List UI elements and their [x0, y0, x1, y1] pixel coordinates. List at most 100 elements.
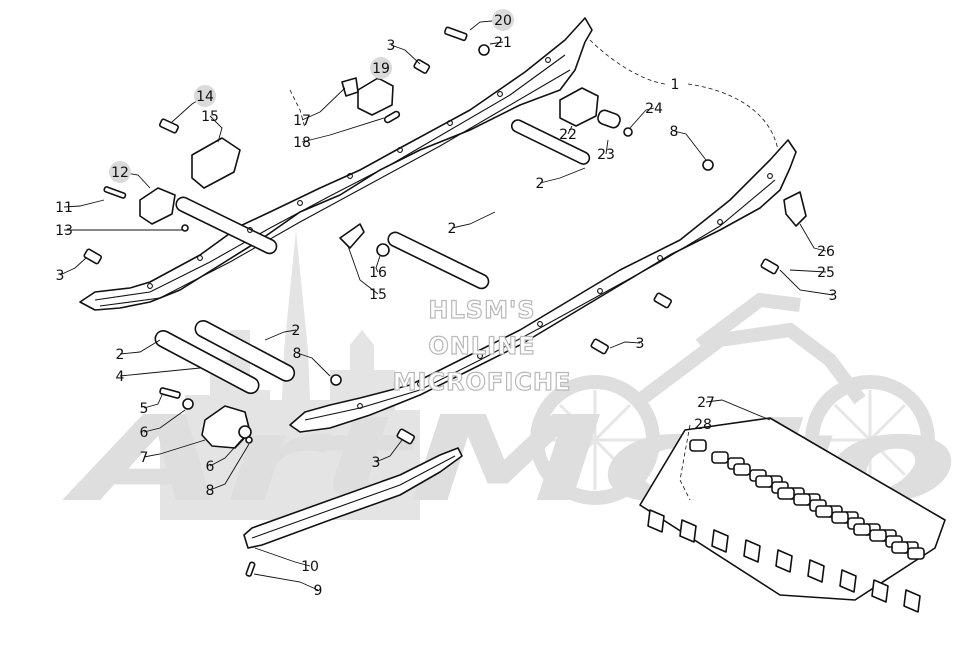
callout-c13: 13 [55, 223, 73, 239]
front-rail-edge-line [304, 179, 776, 421]
callout-number: 14 [196, 89, 214, 105]
callout-c10: 10 [301, 559, 319, 575]
callout-c6b: 6 [206, 459, 215, 475]
part-7-wheel-block [201, 405, 251, 449]
leader-line [209, 115, 223, 143]
track-tooth [871, 579, 889, 603]
part-3-bolt-center [590, 338, 609, 355]
leader-lines [59, 19, 834, 591]
leader-line [254, 547, 311, 567]
leader-line [143, 439, 206, 458]
track-lug [793, 493, 811, 506]
track-tooth [743, 539, 761, 563]
leader-line [119, 367, 201, 377]
callout-c6a: 6 [140, 425, 149, 441]
callout-number: 4 [116, 369, 125, 385]
rail-hole [397, 147, 403, 153]
callout-badge [109, 161, 131, 183]
leader-line [301, 87, 346, 121]
rail-hole [717, 219, 723, 225]
track-lug [869, 529, 887, 542]
callout-number: 11 [55, 200, 73, 216]
callout-number: 1 [671, 77, 680, 93]
cross-shaft-d [154, 330, 260, 395]
front-rail-body [289, 139, 797, 433]
leader-line [59, 257, 87, 276]
callout-number: 2 [292, 323, 301, 339]
callout-c22: 22 [559, 127, 577, 143]
leader-1-to-rear-rail [589, 39, 666, 85]
leader-line [264, 329, 297, 341]
leader-line [539, 167, 586, 184]
part-9-screw [245, 561, 256, 577]
leader-line [609, 341, 641, 349]
leader-line [629, 107, 655, 129]
callout-c7: 7 [140, 450, 149, 466]
rear-rail-edge-line [94, 54, 566, 301]
track-teeth [647, 509, 921, 613]
leader-1-to-front-rail [687, 83, 779, 151]
cross-shaft-e [194, 320, 296, 382]
callout-c15b: 15 [369, 287, 387, 303]
callout-c3d: 3 [636, 336, 645, 352]
watermark-line-1: HLSM'S [428, 296, 535, 324]
cross-shaft-c [510, 119, 591, 165]
track-tooth [775, 549, 793, 573]
track-tooth [903, 589, 921, 613]
callout-c25: 25 [817, 265, 835, 281]
part-6-washer-b [238, 425, 252, 439]
part-10-wear-strip [243, 447, 463, 549]
small-parts [83, 26, 807, 577]
leader-line [673, 130, 707, 161]
track-assembly [639, 417, 946, 613]
part-3-bolt-left [83, 248, 102, 265]
part-22-block [559, 87, 599, 127]
callout-c8a: 8 [670, 124, 679, 140]
callout-badge [194, 85, 216, 107]
track-tooth [839, 569, 857, 593]
track-lug [755, 475, 773, 488]
callout-c8b: 8 [293, 346, 302, 362]
leader-line [209, 437, 244, 467]
track-lug [777, 487, 795, 500]
track-lug [733, 463, 751, 476]
callout-c3b: 3 [56, 268, 65, 284]
callout-number: 3 [56, 268, 65, 284]
leader-line [451, 211, 496, 229]
callout-number: 3 [372, 455, 381, 471]
part-20-bolt [443, 26, 468, 42]
watermark-motorcycle [530, 292, 935, 505]
watermark-text: HLSM'S ONLINE MICROFICHE [392, 295, 571, 396]
callout-c18: 18 [293, 135, 311, 151]
rail-hole [247, 227, 253, 233]
callout-c21: 21 [494, 35, 512, 51]
cross-shaft-b [387, 231, 490, 290]
part-8-nut-low [245, 436, 253, 444]
callout-number: 17 [293, 113, 311, 129]
callout-number: 2 [116, 347, 125, 363]
track-tooth [679, 519, 697, 543]
leader-line [390, 44, 421, 65]
leader-line [347, 245, 379, 295]
leader-line [296, 352, 331, 377]
part-11-bolt [103, 186, 127, 199]
rear-rail-lower-line [99, 69, 571, 307]
part-24-nut [623, 127, 633, 137]
part-15-plate [191, 137, 241, 189]
part-8-nut-right [702, 159, 714, 171]
track-lug [711, 451, 729, 464]
callout-c8c: 8 [206, 483, 215, 499]
leader-line [375, 439, 403, 463]
callout-c28: 28 [694, 417, 712, 433]
callout-c3c: 3 [829, 288, 838, 304]
callout-number: 21 [494, 35, 512, 51]
callout-number: 3 [829, 288, 838, 304]
leader-28-to-track [679, 424, 691, 501]
part-16-nut [376, 243, 390, 257]
callout-c2a: 2 [536, 176, 545, 192]
rail-hole [357, 403, 363, 409]
callout-c14: 14 [194, 85, 216, 107]
callout-c16: 16 [369, 265, 387, 281]
rail-hole [197, 255, 203, 261]
track-lug [815, 505, 833, 518]
